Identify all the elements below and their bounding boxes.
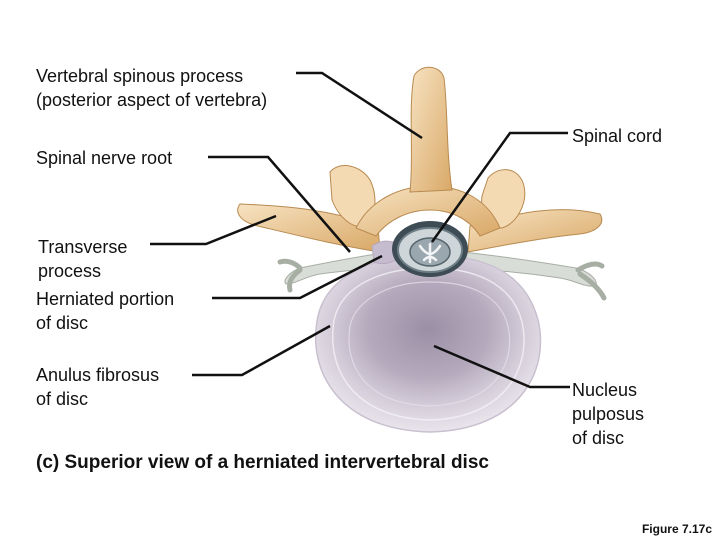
label-nucleus-pulposus: Nucleus pulposus of disc: [572, 380, 645, 448]
label-anulus-fibrosus: Anulus fibrosus of disc: [36, 365, 160, 409]
figure-number: Figure 7.17c: [641, 522, 712, 536]
label-spinal-cord: Spinal cord: [572, 126, 663, 146]
label-spinous-process: Vertebral spinous process (posterior asp…: [36, 66, 268, 110]
label-spinal-nerve-root: Spinal nerve root: [36, 148, 173, 168]
gray-matter: [418, 242, 442, 264]
leader-nucleus: [433, 344, 570, 389]
anulus-rings: [332, 267, 525, 421]
label-herniated-portion: Herniated portion of disc: [36, 289, 175, 333]
leader-nerve-root: [208, 155, 351, 253]
left-nerve-branch: [277, 258, 303, 293]
label-transverse-process: Transverse process: [38, 237, 128, 281]
leader-spinal-cord: [430, 131, 568, 243]
leader-herniated: [212, 254, 383, 300]
anulus-rings-inner: [348, 281, 511, 407]
leader-spinous: [296, 71, 423, 140]
figure-caption: (c) Superior view of a herniated interve…: [36, 452, 489, 473]
right-nerve-branch: [575, 261, 607, 301]
leader-transverse: [150, 214, 277, 246]
leader-anulus: [192, 324, 331, 377]
spinous-process: [409, 66, 453, 193]
